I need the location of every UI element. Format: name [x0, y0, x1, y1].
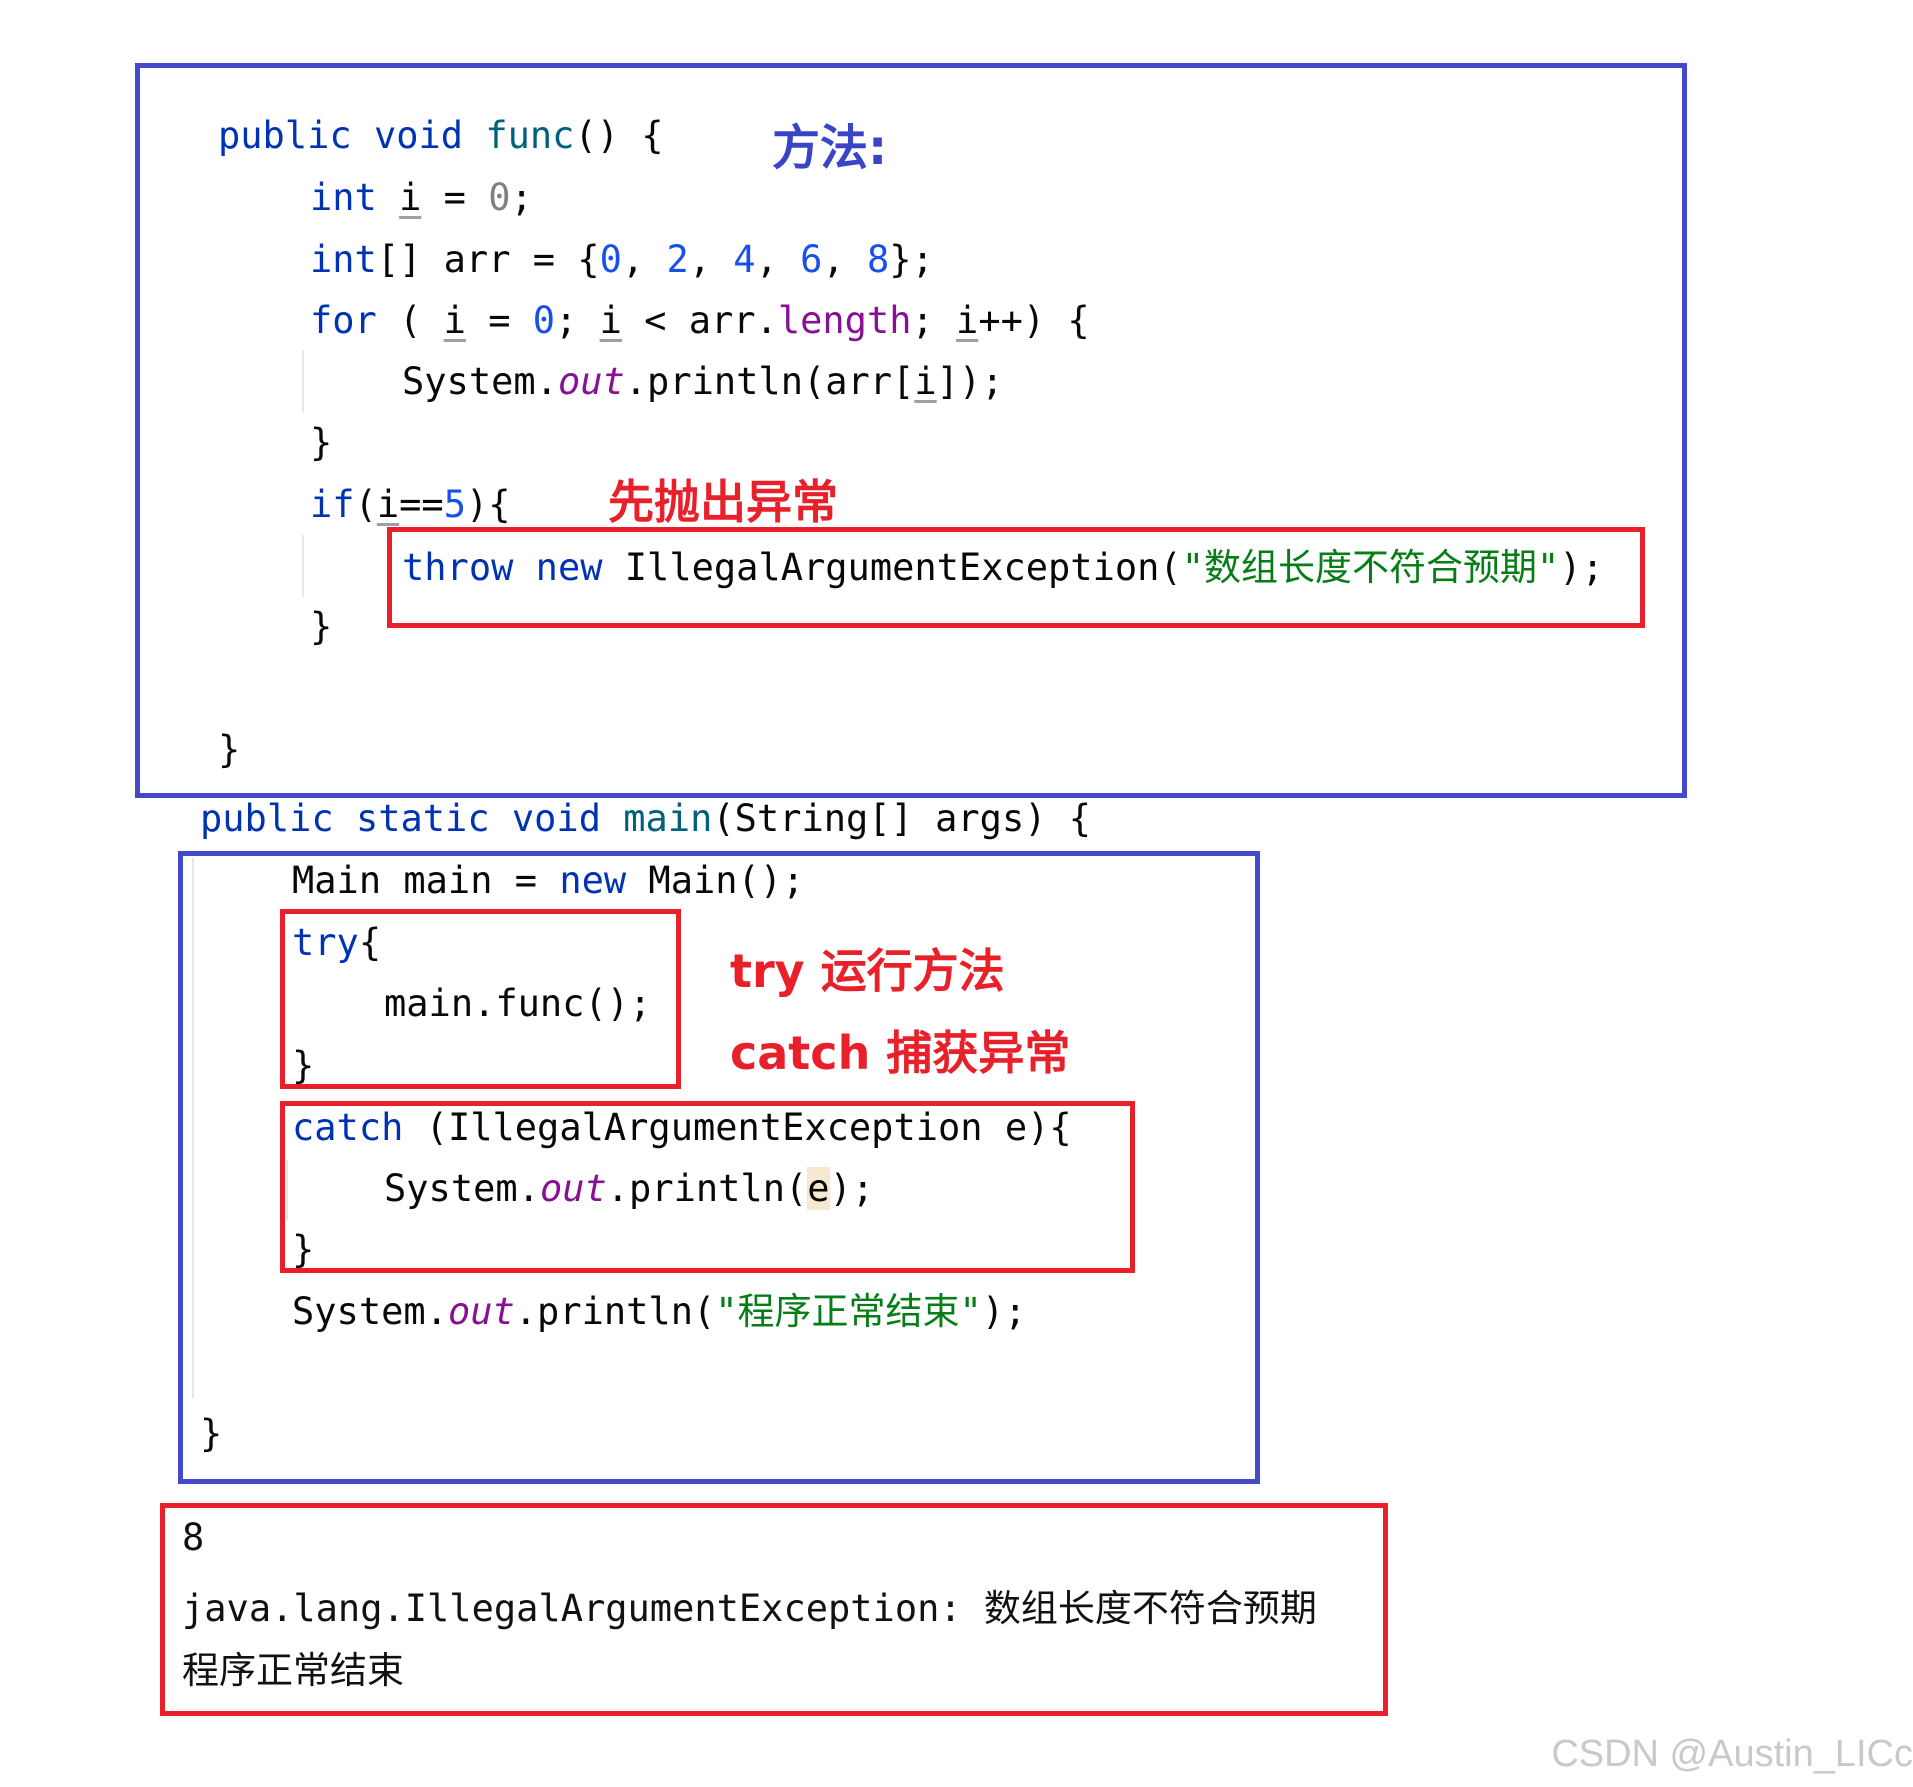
- code-line-main-signature: public static void main(String[] args) {: [200, 797, 1092, 840]
- code-line-close-catch: }: [292, 1228, 315, 1271]
- code-line-int-i: int i = 0;: [310, 176, 533, 219]
- try-annotation: try 运行方法: [730, 944, 1005, 998]
- code-line-println-end: System.out.println("程序正常结束");: [292, 1290, 1027, 1333]
- catch-annotation: catch 捕获异常: [730, 1026, 1071, 1080]
- console-line-1: 8: [182, 1516, 205, 1559]
- throw-annotation: 先抛出异常: [608, 475, 838, 529]
- indent-guide: [302, 535, 304, 597]
- catch-highlight-frame: [280, 1101, 1135, 1273]
- indent-guide: [302, 350, 304, 412]
- main-body-frame: [178, 851, 1260, 1484]
- code-line-catch: catch (IllegalArgumentException e){: [292, 1106, 1072, 1149]
- code-line-println-e: System.out.println(e);: [384, 1167, 875, 1210]
- code-line-throw: throw new IllegalArgumentException("数组长度…: [402, 546, 1604, 589]
- try-highlight-frame: [280, 909, 681, 1089]
- method-frame: [135, 63, 1687, 798]
- code-line-func-signature: public void func() {: [218, 114, 664, 157]
- indent-guide: [286, 1160, 288, 1220]
- code-line-close-for: }: [310, 421, 333, 464]
- code-line-for-loop: for ( i = 0; i < arr.length; i++) {: [310, 299, 1090, 342]
- code-line-close-main: }: [200, 1412, 223, 1455]
- code-line-int-array: int[] arr = {0, 2, 4, 6, 8};: [310, 238, 934, 281]
- code-line-call-func: main.func();: [384, 982, 652, 1025]
- indent-guide: [192, 858, 194, 1398]
- code-line-close-func: }: [218, 728, 241, 771]
- method-annotation: 方法:: [772, 120, 888, 176]
- watermark: CSDN @Austin_LICc: [1551, 1733, 1913, 1775]
- code-line-try: try{: [292, 921, 382, 964]
- console-output-frame: [160, 1503, 1388, 1716]
- code-line-close-try: }: [292, 1044, 315, 1087]
- code-line-if: if(i==5){: [310, 483, 511, 526]
- throw-highlight-frame: [387, 527, 1645, 628]
- code-line-close-if: }: [310, 605, 333, 648]
- code-line-println-arr: System.out.println(arr[i]);: [402, 360, 1004, 403]
- console-line-3: 程序正常结束: [182, 1649, 404, 1692]
- code-line-new-main: Main main = new Main();: [292, 859, 805, 902]
- console-line-2: java.lang.IllegalArgumentException: 数组长度…: [182, 1587, 1317, 1630]
